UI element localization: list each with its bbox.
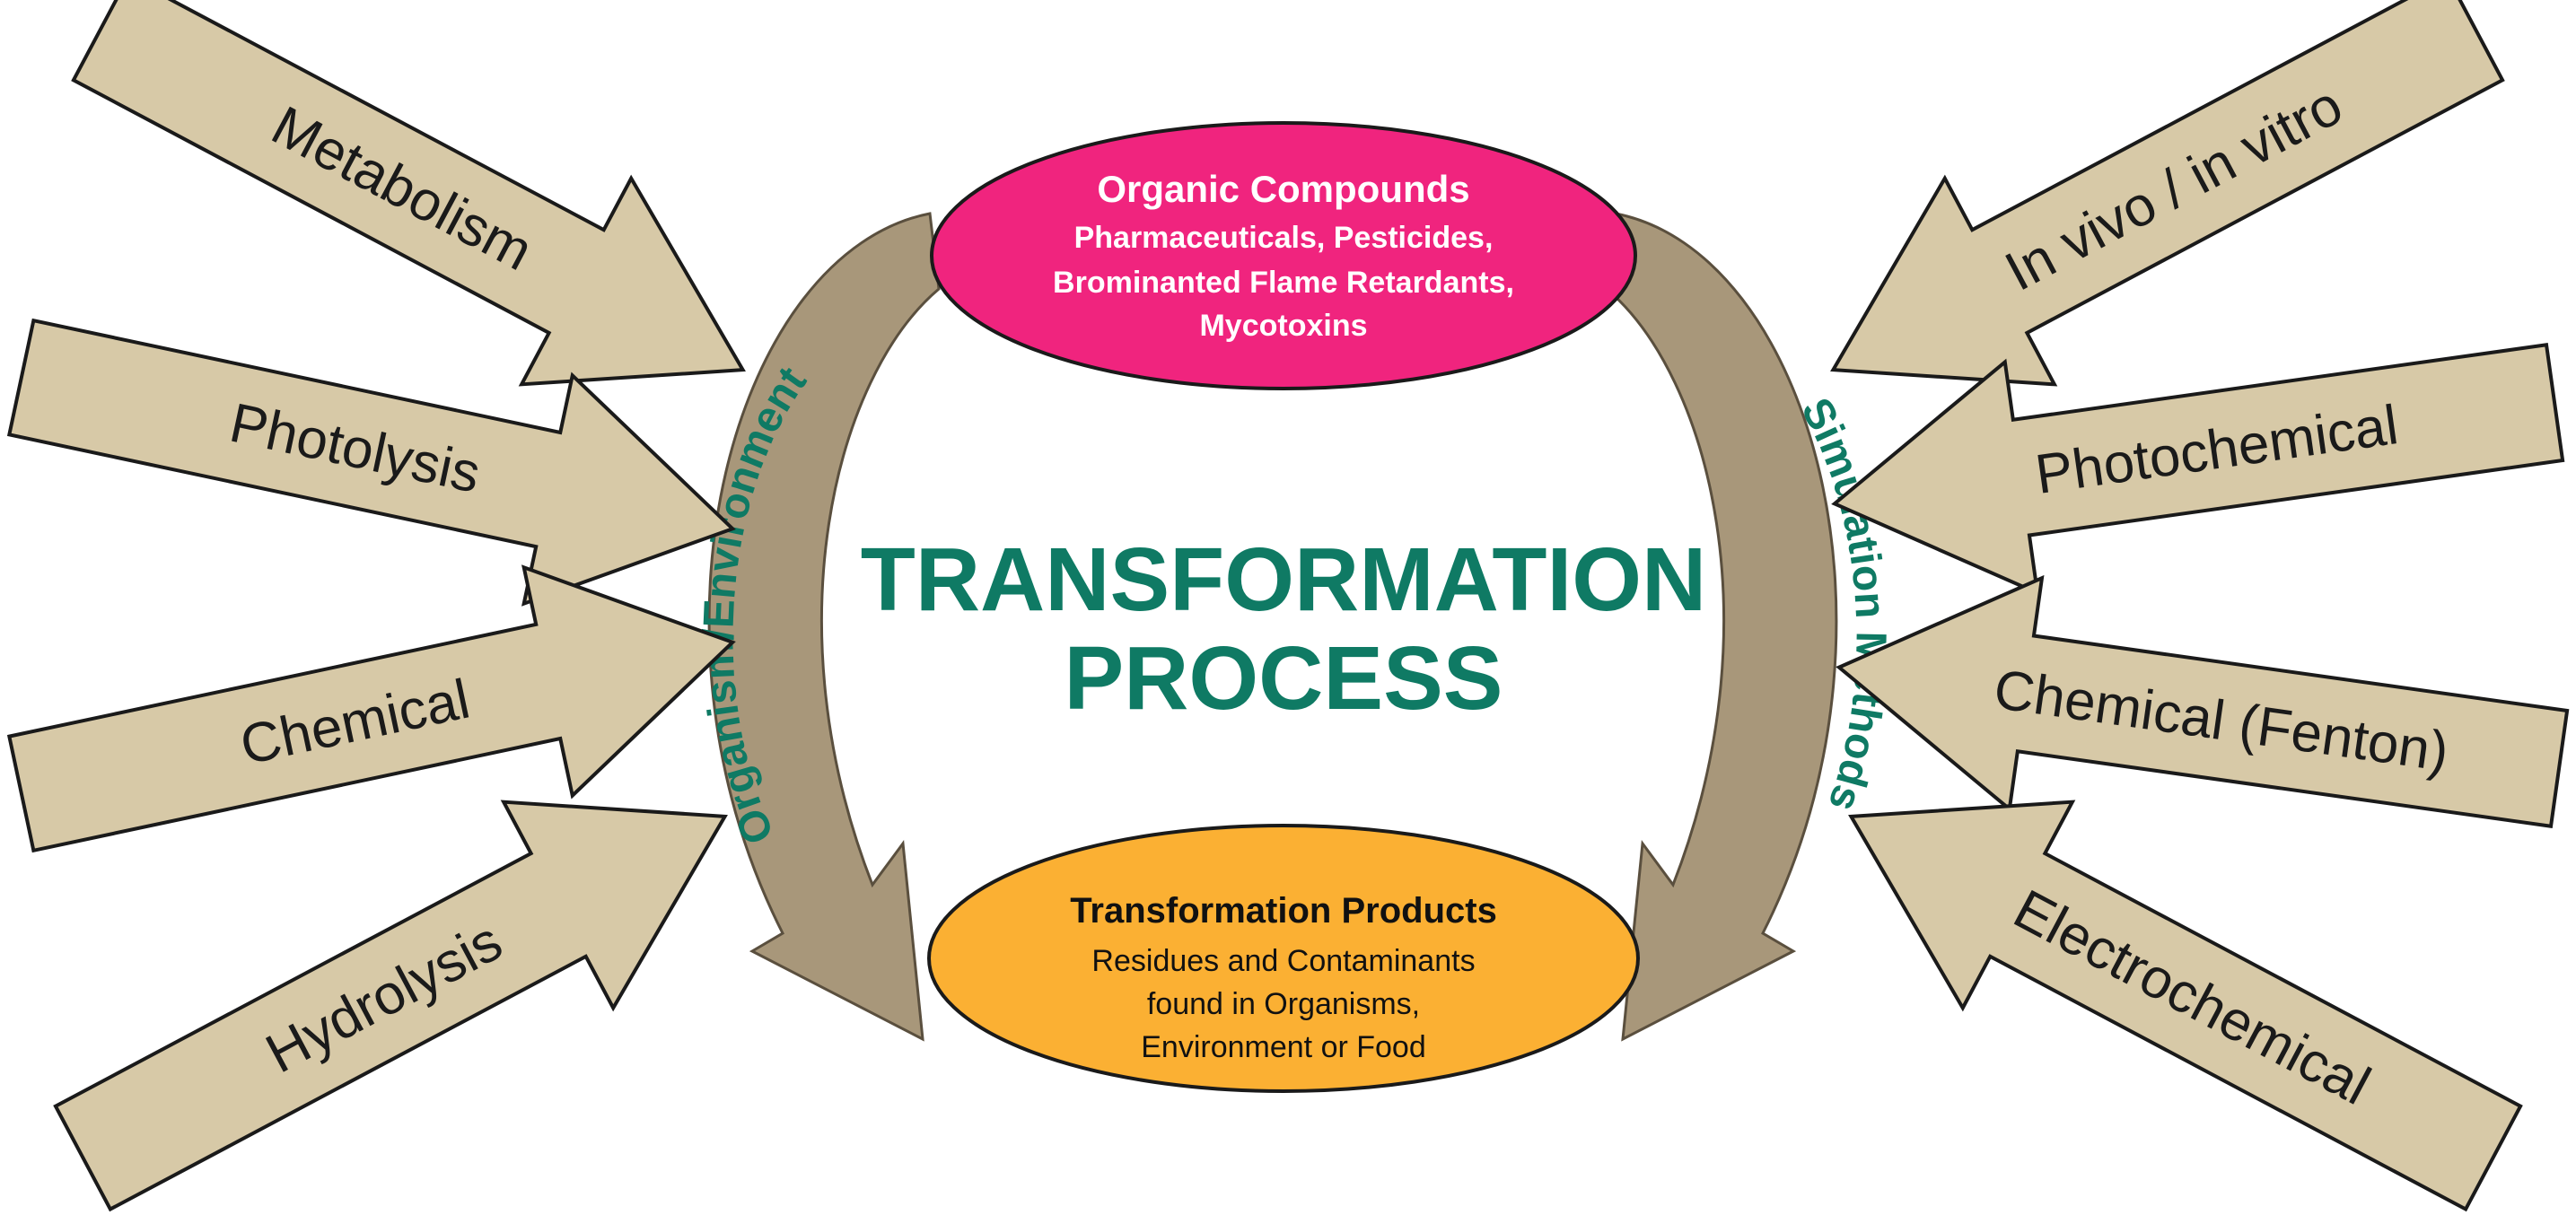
left-arrow-chemical: Chemical	[6, 564, 736, 853]
right-arrow-shape	[1848, 800, 2523, 1212]
right-arrow-label: Electrochemical	[2004, 878, 2380, 1117]
left-arrow-photolysis: Photolysis	[6, 318, 736, 607]
center-title-line-1: TRANSFORMATION	[861, 529, 1706, 630]
organic-compounds-line-3: Mycotoxins	[1199, 309, 1367, 343]
right-arrow-shape	[1836, 574, 2570, 828]
right-curved-arrow	[1605, 212, 1838, 1042]
organic-compounds-ellipse	[930, 121, 1637, 390]
left-arrow-shape	[71, 0, 746, 387]
left-arrow-shape	[53, 800, 728, 1212]
organic-compounds-title: Organic Compounds	[1097, 168, 1469, 210]
left-arrow-shape	[6, 318, 736, 607]
transformation-products-line-1: Residues and Contaminants	[1091, 944, 1475, 978]
right-arrow-shape	[1831, 343, 2565, 597]
transformation-products-line-2: found in Organisms,	[1147, 987, 1420, 1021]
transformation-products-line-3: Environment or Food	[1141, 1030, 1426, 1064]
right-arrows: In vivo / in vitroPhotochemicalChemical …	[1830, 0, 2570, 1212]
right-arrow-shape	[1830, 0, 2505, 387]
right-arrow-photochemical: Photochemical	[1831, 343, 2565, 597]
transformation-products-ellipse	[927, 824, 1640, 1093]
center-title-line-2: PROCESS	[1064, 628, 1503, 729]
transformation-products-title: Transformation Products	[1070, 891, 1497, 931]
organic-compounds-line-1: Pharmaceuticals, Pesticides,	[1074, 221, 1494, 255]
left-arrow-shape	[6, 564, 736, 853]
left-curved-arrow	[707, 212, 941, 1042]
organic-compounds-line-2: Brominanted Flame Retardants,	[1053, 266, 1514, 300]
